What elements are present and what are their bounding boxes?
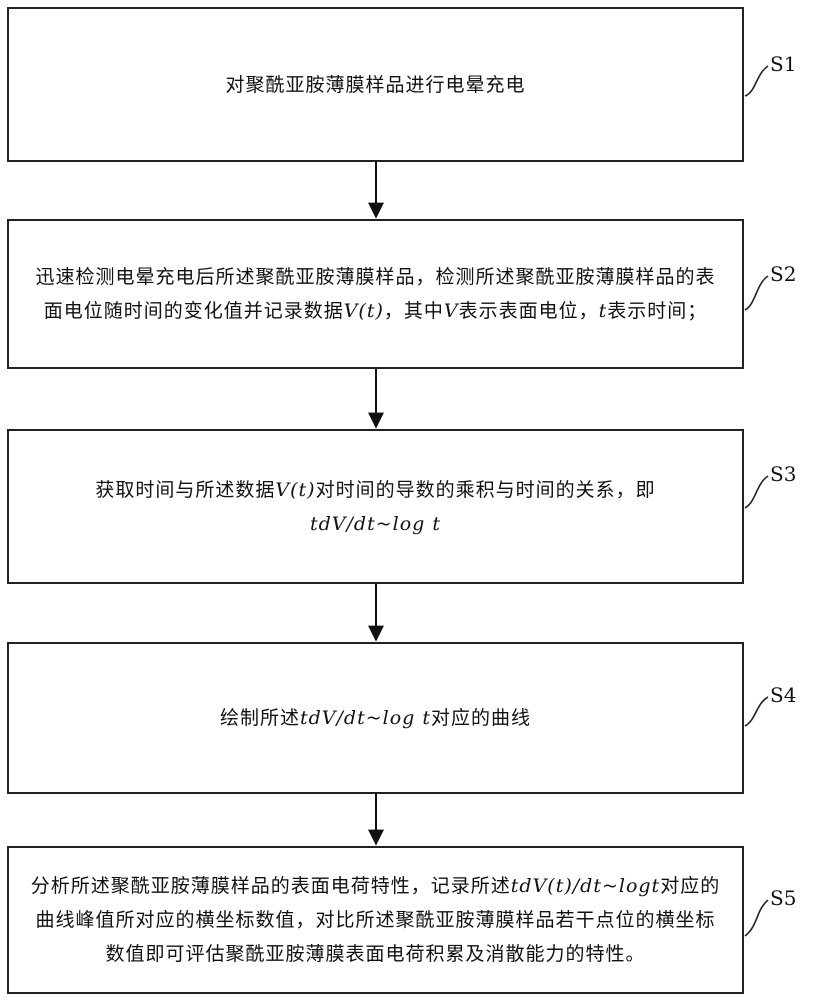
- leader-s4: [744, 696, 769, 727]
- step-text-run: 对聚酰亚胺薄膜样品进行电晕充电: [225, 73, 526, 96]
- step-box-s4: 绘制所述tdV/dt~log t对应的曲线: [7, 642, 744, 794]
- leader-s3: [744, 475, 769, 509]
- math-expression: t: [598, 300, 608, 322]
- leader-s1: [744, 65, 769, 97]
- leader-s2: [744, 275, 769, 311]
- step-tag-s3: S3: [770, 462, 797, 486]
- step-box-s2: 迅速检测电晕充电后所述聚酰亚胺薄膜样品，检测所述聚酰亚胺薄膜样品的表面电位随时间…: [7, 219, 744, 369]
- step-box-s5: 分析所述聚酰亚胺薄膜样品的表面电荷特性，记录所述tdV(t)/dt~logt对应…: [7, 846, 744, 994]
- step-tag-s2: S2: [770, 262, 797, 286]
- step-text-s3: 获取时间与所述数据V(t)对时间的导数的乘积与时间的关系，即 tdV/dt~log…: [28, 473, 724, 541]
- step-text-run: 对应的曲线: [431, 707, 532, 729]
- step-text-s1: 对聚酰亚胺薄膜样品进行电晕充电: [207, 68, 543, 102]
- math-expression: tdV/dt~log t: [300, 707, 431, 729]
- step-text-s4: 绘制所述tdV/dt~log t对应的曲线: [202, 701, 549, 735]
- math-expression: tdV(t)/dt~logt: [510, 875, 661, 897]
- math-expression: V(t): [275, 478, 316, 501]
- math-expression: V(t): [343, 300, 384, 322]
- step-box-s3: 获取时间与所述数据V(t)对时间的导数的乘积与时间的关系，即 tdV/dt~log…: [7, 429, 744, 584]
- math-expression: V: [443, 300, 459, 322]
- step-text-run: ，其中: [383, 300, 444, 322]
- step-text-run: 对应的曲线峰值所对应的横坐标数值，对比所述聚酰亚胺薄膜样品若干点位的横坐标数值即…: [35, 875, 721, 965]
- step-tag-s1: S1: [770, 52, 797, 76]
- step-text-run: 绘制所述: [219, 707, 300, 729]
- step-text-run: 表示时间；: [607, 300, 708, 322]
- step-tag-s4: S4: [770, 683, 797, 707]
- step-tag-s5: S5: [770, 886, 797, 910]
- leader-s5: [744, 899, 769, 937]
- step-text-run: 分析所述聚酰亚胺薄膜样品的表面电荷特性，记录所述: [30, 875, 511, 897]
- step-text-run: 迅速检测电晕充电后所述聚酰亚胺薄膜样品，检测所述聚酰亚胺薄膜样品的表面电位随时间…: [35, 266, 716, 322]
- step-box-s1: 对聚酰亚胺薄膜样品进行电晕充电: [7, 7, 744, 162]
- step-text-run: 表示表面电位，: [458, 300, 599, 322]
- step-text-s2: 迅速检测电晕充电后所述聚酰亚胺薄膜样品，检测所述聚酰亚胺薄膜样品的表面电位随时间…: [9, 260, 742, 328]
- math-expression: tdV/dt~log t: [310, 512, 441, 535]
- step-text-run: 对时间的导数的乘积与时间的关系，即: [315, 478, 656, 501]
- step-text-run: 获取时间与所述数据: [95, 478, 276, 501]
- step-text-s5: 分析所述聚酰亚胺薄膜样品的表面电荷特性，记录所述tdV(t)/dt~logt对应…: [9, 869, 742, 971]
